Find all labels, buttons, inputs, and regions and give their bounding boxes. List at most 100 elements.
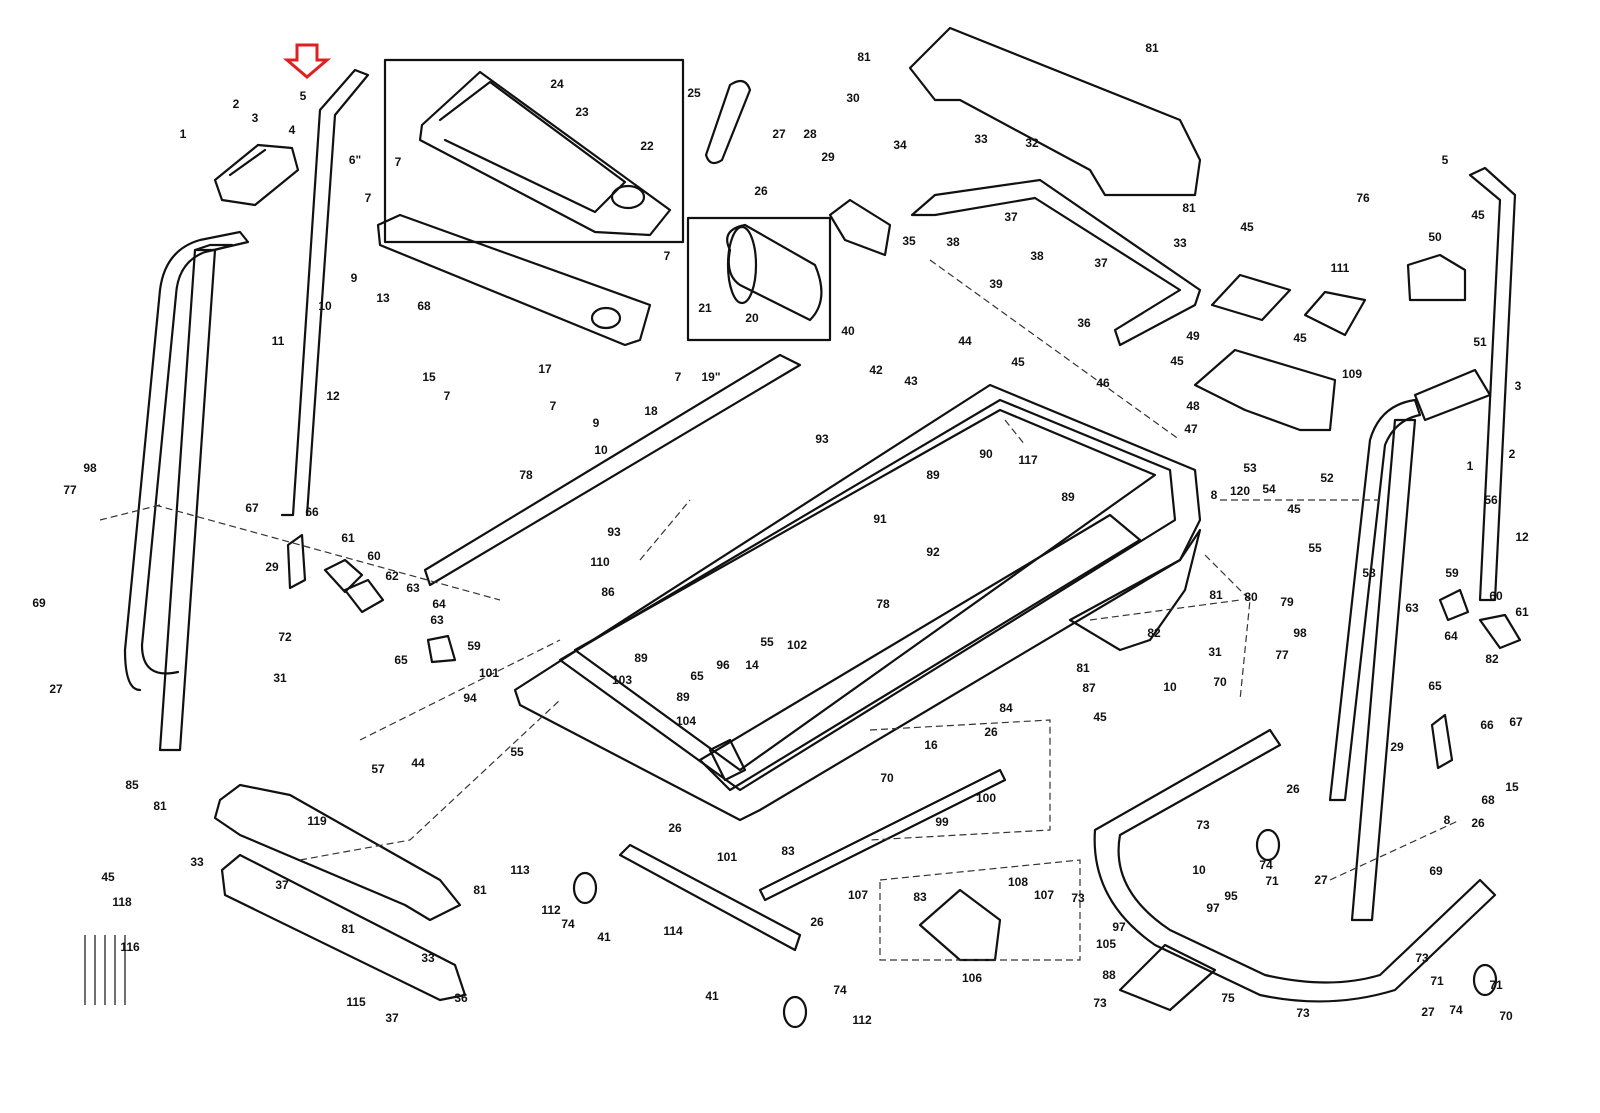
part-number-callout: 74	[833, 983, 847, 997]
front-roller-mount	[708, 738, 747, 782]
part-number-callout: 33	[421, 951, 435, 965]
part-number-callout: 66	[305, 505, 319, 519]
part-number-callout: 11	[272, 334, 285, 348]
part-number-callout: 36	[1077, 316, 1091, 330]
part-number-callout: 50	[1428, 230, 1442, 244]
part-number-callout: 55	[510, 745, 524, 759]
belt-25	[704, 79, 752, 165]
part-number-callout: 119	[307, 814, 327, 828]
part-number-callout: 73	[1071, 891, 1085, 905]
part-number-callout: 82	[1147, 626, 1161, 640]
pulley-inset-frame	[686, 216, 832, 342]
part-number-callout: 103	[612, 673, 632, 687]
part-number-callout: 86	[601, 585, 615, 599]
part-number-callout: 73	[1296, 1006, 1310, 1020]
part-number-callout: 10	[594, 443, 608, 457]
part-number-callout: 2	[1509, 447, 1516, 461]
part-number-callout: 114	[663, 924, 683, 938]
part-number-callout: 63	[1405, 601, 1419, 615]
bolts-116	[84, 935, 126, 1005]
right-upright-frame	[1350, 368, 1492, 922]
part-number-callout: 89	[676, 690, 690, 704]
part-number-callout: 3	[1515, 379, 1522, 393]
wheel-74-d	[1472, 963, 1498, 997]
part-number-callout: 33	[974, 132, 988, 146]
part-number-callout: 43	[904, 374, 918, 388]
part-number-callout: 6"	[349, 153, 361, 167]
controller-board-111	[1303, 290, 1367, 337]
part-number-callout: 63	[406, 581, 420, 595]
part-number-callout: 99	[935, 815, 949, 829]
part-number-callout: 27	[772, 127, 786, 141]
side-rail-78-left	[423, 353, 802, 587]
part-number-callout: 61	[341, 531, 355, 545]
base-frame-75	[1093, 728, 1497, 1003]
part-number-callout: 98	[1293, 626, 1307, 640]
part-number-callout: 98	[83, 461, 97, 475]
bracket-66-right	[1430, 713, 1454, 770]
part-number-callout: 110	[590, 555, 610, 569]
part-number-callout: 15	[422, 370, 436, 384]
part-number-callout: 73	[1093, 996, 1107, 1010]
part-number-callout: 53	[1243, 461, 1257, 475]
part-number-callout: 82	[1485, 652, 1499, 666]
part-number-callout: 26	[1286, 782, 1300, 796]
part-number-callout: 97	[1112, 920, 1126, 934]
part-number-callout: 34	[893, 138, 907, 152]
part-number-callout: 37	[1004, 210, 1018, 224]
part-number-callout: 25	[687, 86, 701, 100]
part-number-callout: 45	[1240, 220, 1254, 234]
red-down-arrow-icon	[282, 43, 332, 79]
part-number-callout: 39	[989, 277, 1003, 291]
part-number-callout: 81	[1209, 588, 1223, 602]
part-number-callout: 9	[593, 416, 600, 430]
part-number-callout: 41	[597, 930, 611, 944]
motor-bracket-35	[828, 198, 892, 257]
part-number-callout: 92	[926, 545, 940, 559]
part-number-callout: 69	[1429, 864, 1443, 878]
part-number-callout: 67	[1509, 715, 1523, 729]
part-number-callout: 78	[519, 468, 533, 482]
part-number-callout: 9	[351, 271, 358, 285]
part-number-callout: 84	[999, 701, 1013, 715]
part-number-callout: 42	[869, 363, 883, 377]
front-base-115	[220, 853, 467, 1002]
part-number-callout: 33	[190, 855, 204, 869]
part-number-callout: 54	[1262, 482, 1276, 496]
part-number-callout: 48	[1186, 399, 1200, 413]
part-number-callout: 15	[1505, 780, 1519, 794]
part-number-callout: 109	[1342, 367, 1362, 381]
part-number-callout: 90	[979, 447, 993, 461]
part-number-callout: 68	[417, 299, 431, 313]
part-number-callout: 107	[1034, 888, 1054, 902]
part-number-callout: 111	[1331, 261, 1350, 275]
part-number-callout: 62	[385, 569, 399, 583]
part-number-callout: 31	[273, 671, 287, 685]
part-number-callout: 27	[49, 682, 63, 696]
part-number-callout: 96	[716, 658, 730, 672]
part-number-callout: 36	[454, 991, 468, 1005]
part-number-callout: 79	[1280, 595, 1294, 609]
part-number-callout: 1	[1467, 459, 1474, 473]
part-number-callout: 77	[1275, 648, 1289, 662]
part-number-callout: 61	[1515, 605, 1529, 619]
part-number-callout: 26	[984, 725, 998, 739]
console-6	[418, 70, 672, 237]
part-number-callout: 72	[278, 630, 292, 644]
transformer-50	[1406, 253, 1467, 302]
part-number-callout: 47	[1184, 422, 1198, 436]
part-number-callout: 24	[550, 77, 564, 91]
side-rail-78-right	[698, 513, 1142, 792]
part-number-callout: 18	[644, 404, 658, 418]
part-number-callout: 60	[1489, 589, 1503, 603]
console-inset-frame	[383, 58, 685, 244]
part-number-callout: 13	[376, 291, 390, 305]
part-number-callout: 27	[1421, 1005, 1435, 1019]
part-number-callout: 45	[1011, 355, 1025, 369]
part-number-callout: 3	[252, 111, 259, 125]
pulley-21	[726, 225, 758, 305]
assembly-lines	[99, 259, 1461, 961]
